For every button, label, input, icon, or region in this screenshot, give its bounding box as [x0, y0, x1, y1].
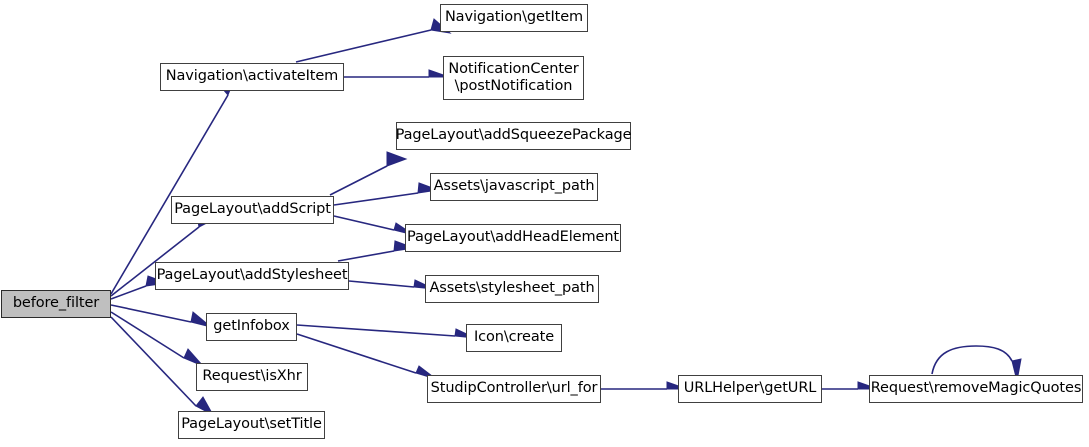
graph-node-addStylesheet[interactable]: PageLayout\addStylesheet — [155, 262, 349, 290]
edge-addScript-to-addSqueezePackage — [329, 151, 408, 196]
graph-node-postNotification[interactable]: NotificationCenter \postNotification — [443, 56, 584, 100]
graph-node-setTitle[interactable]: PageLayout\setTitle — [178, 411, 325, 439]
graph-node-label: PageLayout\addStylesheet — [156, 267, 348, 284]
graph-node-javascript_path[interactable]: Assets\javascript_path — [430, 173, 598, 201]
graph-node-label: NotificationCenter \postNotification — [448, 60, 579, 94]
graph-node-label: Navigation\getItem — [444, 9, 584, 26]
edge-getInfobox-to-url_for — [296, 333, 437, 380]
graph-node-label: Assets\stylesheet_path — [429, 280, 595, 297]
edge-url_for-to-getURL — [601, 381, 688, 390]
graph-node-label: Icon\create — [473, 329, 555, 346]
graph-node-getURL[interactable]: URLHelper\getURL — [678, 375, 822, 403]
edge-arrowhead — [195, 396, 215, 417]
edge-before_filter-to-isXhr — [110, 311, 204, 367]
edge-arrowhead — [183, 348, 204, 367]
graph-node-label: before_filter — [12, 295, 100, 312]
graph-node-label: Request\removeMagicQuotes — [870, 380, 1082, 397]
graph-node-label: PageLayout\addSqueezePackage — [395, 127, 632, 144]
edge-activateItem-to-postNotification — [344, 69, 450, 78]
graph-node-label: Assets\javascript_path — [433, 178, 595, 195]
edge-arrowhead — [1011, 358, 1022, 382]
graph-node-label: Navigation\activateItem — [165, 68, 339, 85]
graph-node-label: PageLayout\addHeadElement — [406, 229, 620, 246]
graph-node-addHeadElement[interactable]: PageLayout\addHeadElement — [405, 224, 621, 252]
edge-activateItem-to-getItem — [295, 18, 452, 63]
graph-node-iconCreate[interactable]: Icon\create — [466, 324, 562, 352]
graph-node-label: getInfobox — [213, 318, 290, 335]
graph-node-label: URLHelper\getURL — [683, 380, 817, 397]
graph-node-label: Request\isXhr — [202, 368, 302, 385]
graph-node-stylesheet_path[interactable]: Assets\stylesheet_path — [425, 275, 599, 303]
edge-addStylesheet-to-stylesheet_path — [348, 279, 435, 290]
edge-before_filter-to-getInfobox — [110, 304, 212, 328]
edge-before_filter-to-setTitle — [110, 316, 215, 417]
graph-node-addScript[interactable]: PageLayout\addScript — [171, 196, 334, 224]
graph-node-label: PageLayout\setTitle — [181, 416, 322, 433]
graph-node-label: StudipController\url_for — [430, 380, 598, 397]
edge-removeMagicQuotes-to-removeMagicQuotes — [931, 345, 1022, 382]
graph-node-getItem[interactable]: Navigation\getItem — [440, 4, 588, 32]
graph-node-addSqueezePackage[interactable]: PageLayout\addSqueezePackage — [396, 122, 632, 150]
graph-node-isXhr[interactable]: Request\isXhr — [196, 363, 308, 391]
edge-getInfobox-to-iconCreate — [296, 324, 476, 339]
graph-node-before_filter[interactable]: before_filter — [1, 290, 111, 318]
graph-node-url_for[interactable]: StudipController\url_for — [427, 375, 601, 403]
graph-node-removeMagicQuotes[interactable]: Request\removeMagicQuotes — [869, 375, 1083, 403]
edge-arrowhead — [386, 151, 408, 167]
graph-node-label: PageLayout\addScript — [174, 201, 331, 218]
graph-node-activateItem[interactable]: Navigation\activateItem — [160, 63, 344, 91]
edge-addScript-to-javascript_path — [333, 182, 439, 206]
graph-node-getInfobox[interactable]: getInfobox — [206, 313, 297, 341]
